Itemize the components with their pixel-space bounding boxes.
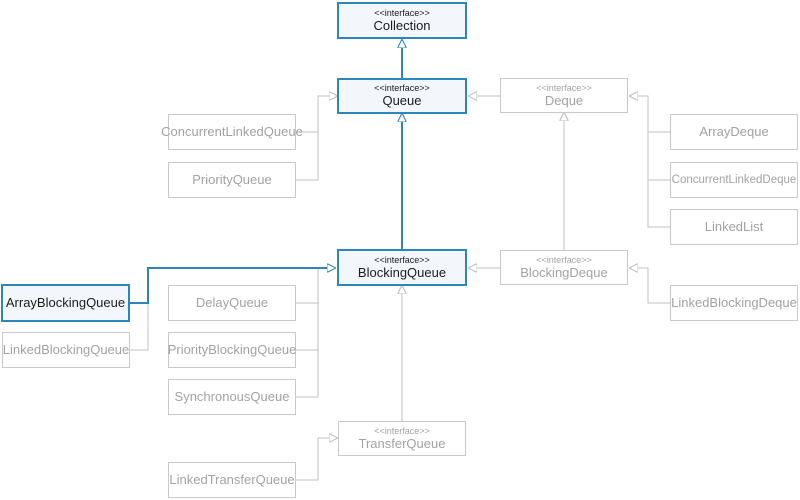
class-name: PriorityQueue — [192, 172, 272, 187]
class-name: LinkedTransferQueue — [169, 472, 295, 487]
class-delayqueue[interactable]: DelayQueue — [168, 285, 296, 321]
class-name: ConcurrentLinkedDeque — [671, 174, 797, 186]
class-arraydeque[interactable]: ArrayDeque — [670, 114, 798, 150]
interface-name: BlockingDeque — [520, 264, 608, 280]
interface-collection[interactable]: <<interface>> Collection — [337, 2, 467, 39]
edge-priorityblockingqueue-to-blockingqueue — [296, 268, 319, 351]
class-name: LinkedBlockingQueue — [2, 342, 130, 357]
interface-blockingdeque[interactable]: <<interface>> BlockingDeque — [500, 250, 628, 285]
edge-arrayblockingqueue-to-blockingqueue — [130, 268, 335, 304]
class-name: ConcurrentLinkedQueue — [161, 124, 303, 139]
interface-name: Deque — [544, 92, 584, 108]
stereotype-label: <<interface>> — [536, 82, 592, 93]
stereotype-label: <<interface>> — [374, 254, 430, 265]
interface-name: BlockingQueue — [357, 264, 447, 280]
edge-linkedlist-to-deque — [630, 96, 670, 228]
class-synchronousqueue[interactable]: SynchronousQueue — [168, 379, 296, 415]
class-name: ArrayBlockingQueue — [5, 295, 126, 310]
edge-delayqueue-to-blockingqueue — [296, 268, 319, 304]
interface-blockingqueue[interactable]: <<interface>> BlockingQueue — [337, 249, 467, 286]
class-name: PriorityBlockingQueue — [167, 342, 297, 357]
stereotype-label: <<interface>> — [374, 7, 430, 18]
class-concurrentlinkedqueue[interactable]: ConcurrentLinkedQueue — [161, 114, 303, 150]
edge-linkedblockingqueue-to-blockingqueue — [130, 303, 149, 351]
interface-queue[interactable]: <<interface>> Queue — [337, 78, 467, 114]
class-linkedblockingqueue[interactable]: LinkedBlockingQueue — [2, 332, 130, 368]
edge-linkedblockingdeque-to-blockingdeque — [630, 268, 670, 304]
edge-arraydeque-to-deque — [647, 96, 670, 133]
class-priorityqueue[interactable]: PriorityQueue — [168, 162, 296, 198]
class-arrayblockingqueue[interactable]: ArrayBlockingQueue — [1, 284, 130, 322]
class-priorityblockingqueue[interactable]: PriorityBlockingQueue — [168, 332, 296, 368]
interface-name: Queue — [382, 93, 422, 108]
interface-transferqueue[interactable]: <<interface>> TransferQueue — [338, 421, 466, 456]
class-name: LinkedBlockingDeque — [671, 295, 797, 310]
edge-linkedtransferqueue-to-transferqueue — [296, 438, 337, 481]
edge-synchronousqueue-to-blockingqueue — [296, 268, 319, 398]
interface-name: Collection — [373, 17, 431, 33]
edge-concurrentlinkeddeque-to-deque — [647, 96, 670, 181]
interface-name: TransferQueue — [358, 435, 446, 451]
class-name: LinkedList — [704, 219, 764, 234]
class-linkedblockingdeque[interactable]: LinkedBlockingDeque — [670, 285, 798, 321]
stereotype-label: <<interface>> — [374, 425, 430, 436]
class-name: SynchronousQueue — [174, 389, 290, 404]
class-name: DelayQueue — [195, 295, 269, 310]
class-linkedlist[interactable]: LinkedList — [670, 209, 798, 245]
stereotype-label: <<interface>> — [536, 254, 592, 265]
class-concurrentlinkeddeque[interactable]: ConcurrentLinkedDeque — [670, 162, 798, 198]
edge-priorityqueue-to-queue — [296, 96, 337, 181]
interface-deque[interactable]: <<interface>> Deque — [500, 78, 628, 113]
class-name: ArrayDeque — [699, 124, 769, 139]
stereotype-label: <<interface>> — [374, 83, 430, 93]
class-linkedtransferqueue[interactable]: LinkedTransferQueue — [168, 462, 296, 498]
